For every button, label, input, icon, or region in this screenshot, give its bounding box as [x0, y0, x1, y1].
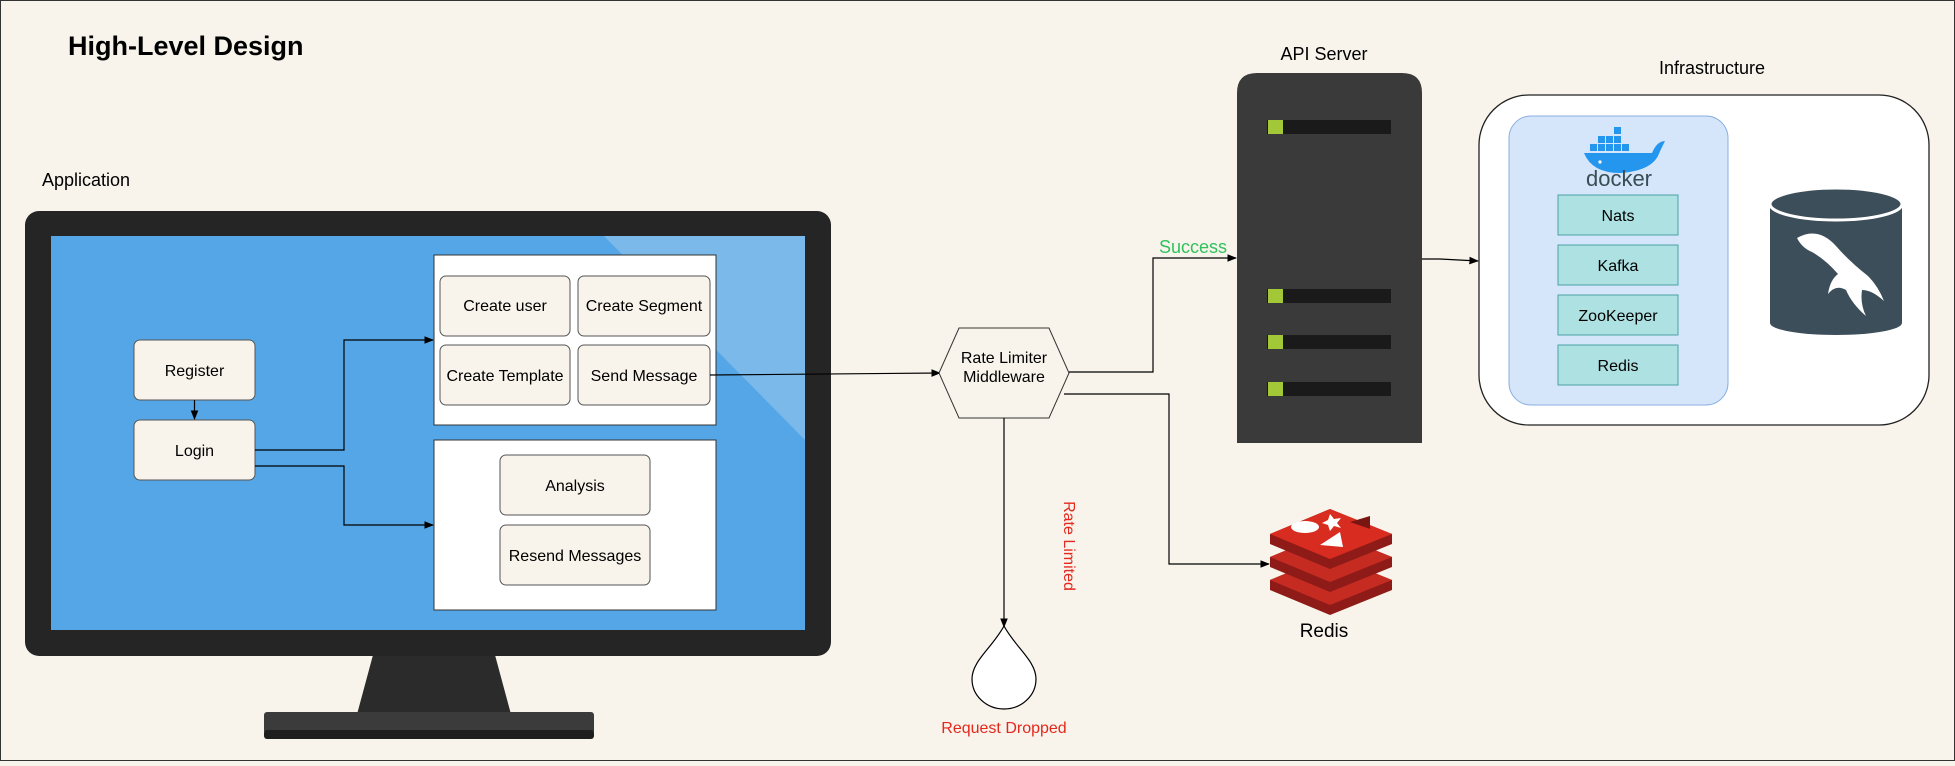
service-nats-label: Nats: [1602, 208, 1635, 225]
server-slot-4: [1267, 382, 1391, 396]
create-template-box: Create Template: [439, 344, 571, 406]
resend-messages-label: Resend Messages: [509, 548, 642, 565]
service-redis-label: Redis: [1598, 358, 1639, 375]
create-segment-label: Create Segment: [586, 298, 703, 315]
to-redis-arrow: [1064, 393, 1270, 568]
success-arrow: [1069, 254, 1237, 373]
service-zookeeper-label: ZooKeeper: [1578, 308, 1658, 325]
create-segment-box: Create Segment: [577, 275, 711, 337]
login-box: Login: [133, 419, 256, 481]
rate-limited-label: Rate Limited: [1060, 501, 1077, 591]
analysis-label: Analysis: [545, 478, 605, 495]
login-to-actions-arrow: [255, 336, 434, 451]
service-zookeeper: ZooKeeper: [1557, 294, 1679, 336]
service-kafka-label: Kafka: [1598, 258, 1639, 275]
service-redis: Redis: [1557, 344, 1679, 386]
create-user-label: Create user: [463, 298, 547, 315]
server-slot-2: [1267, 289, 1391, 303]
register-box: Register: [133, 339, 256, 401]
register-label: Register: [165, 363, 225, 380]
application-label: Application: [42, 170, 130, 190]
send-message-box: Send Message: [577, 344, 711, 406]
service-nats: Nats: [1557, 194, 1679, 236]
mysql-database-icon: [1768, 186, 1904, 335]
create-template-label: Create Template: [446, 368, 563, 385]
docker-wordmark: docker: [1586, 166, 1652, 191]
request-dropped-label: Request Dropped: [941, 720, 1066, 737]
rate-limiter-line1: Rate Limiter: [961, 350, 1048, 367]
send-to-ratelimiter-arrow: [709, 369, 941, 377]
success-label: Success: [1159, 237, 1227, 257]
server-slot-3: [1267, 335, 1391, 349]
service-kafka: Kafka: [1557, 244, 1679, 286]
rate-limiter-node: Rate Limiter Middleware: [938, 327, 1070, 419]
droplet-icon: [971, 624, 1037, 710]
diagram-title: High-Level Design: [68, 31, 304, 61]
resend-messages-box: Resend Messages: [499, 524, 651, 586]
login-label: Login: [175, 443, 214, 460]
docker-logo-icon: [1584, 127, 1665, 173]
redis-label: Redis: [1300, 621, 1349, 642]
server-to-infra-arrow: [1421, 256, 1479, 265]
infrastructure-label: Infrastructure: [1659, 58, 1765, 78]
server-slot-1: [1267, 120, 1391, 134]
rate-limiter-line2: Middleware: [963, 369, 1045, 386]
api-server-label: API Server: [1280, 44, 1367, 64]
login-to-reports-arrow: [255, 465, 434, 529]
analysis-box: Analysis: [499, 454, 651, 516]
create-user-box: Create user: [439, 275, 571, 337]
send-message-label: Send Message: [591, 368, 698, 385]
server-rack-icon: [1237, 73, 1422, 443]
redis-logo-icon: [1270, 509, 1392, 615]
